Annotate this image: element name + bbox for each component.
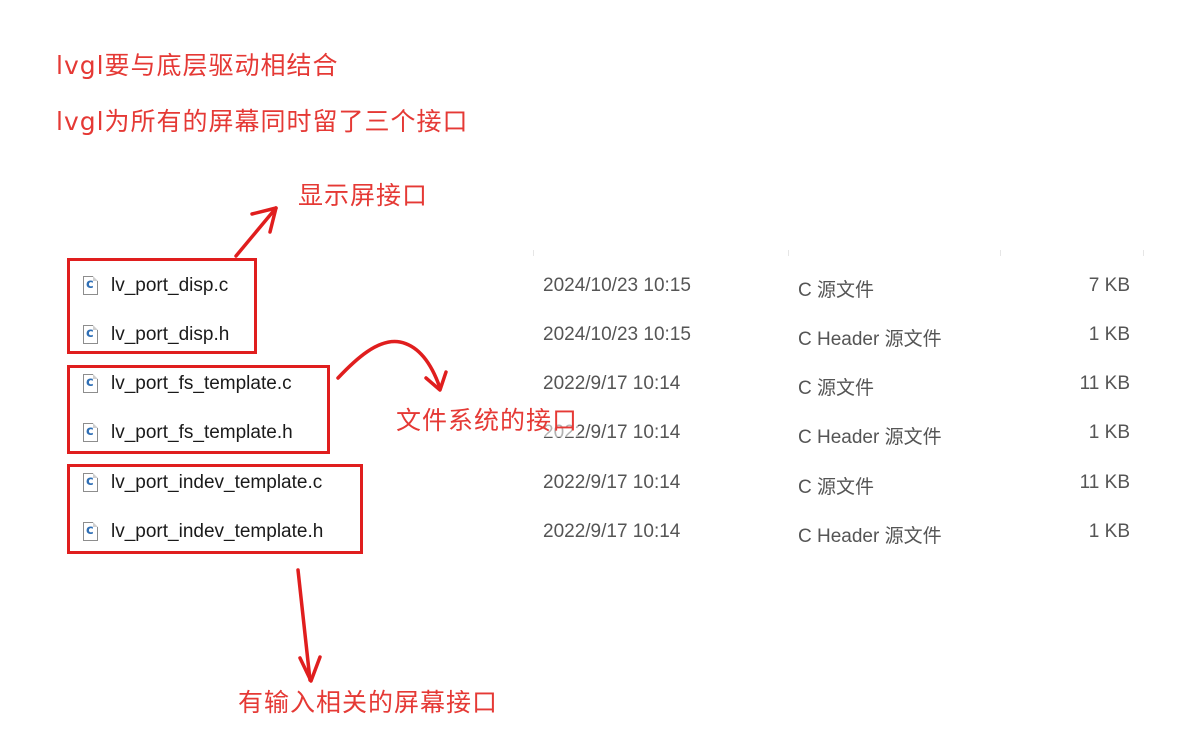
- file-size: 11 KB: [1079, 373, 1130, 394]
- file-date-modified: 2022/9/17 10:14: [543, 373, 681, 394]
- file-size: 1 KB: [1088, 422, 1130, 443]
- column-separator: [1143, 250, 1144, 256]
- file-name[interactable]: lv_port_disp.c: [111, 275, 229, 296]
- file-type: C Header 源文件: [798, 526, 942, 547]
- file-name[interactable]: lv_port_indev_template.c: [111, 472, 323, 493]
- file-type: C 源文件: [798, 378, 875, 399]
- arrow-to-input-label: [296, 568, 312, 682]
- c-file-icon: c: [83, 325, 98, 344]
- file-size: 1 KB: [1088, 521, 1130, 542]
- file-size: 1 KB: [1088, 324, 1130, 345]
- file-name[interactable]: lv_port_disp.h: [111, 324, 230, 345]
- file-row[interactable]: c lv_port_disp.c 2024/10/23 10:15 C 源文件 …: [0, 264, 1200, 312]
- c-file-icon: c: [83, 276, 98, 295]
- file-row[interactable]: c lv_port_indev_template.h 2022/9/17 10:…: [0, 510, 1200, 558]
- file-name[interactable]: lv_port_fs_template.c: [111, 373, 292, 394]
- file-date-modified: 2022/9/17 10:14: [543, 521, 681, 542]
- file-type: C Header 源文件: [798, 427, 942, 448]
- highlight-box-display: [67, 258, 257, 354]
- file-type: C Header 源文件: [798, 329, 942, 350]
- file-date-modified: 2024/10/23 10:15: [543, 324, 691, 345]
- highlight-box-filesystem: [67, 365, 330, 454]
- column-separator: [788, 250, 789, 256]
- file-date-modified: 2024/10/23 10:15: [543, 275, 691, 296]
- annotation-line-1: lvgl要与底层驱动相结合: [56, 51, 339, 80]
- arrow-to-display-label: [234, 206, 278, 258]
- c-file-icon: c: [83, 374, 98, 393]
- file-date-modified: 2022/9/17 10:14: [543, 472, 681, 493]
- file-row[interactable]: c lv_port_indev_template.c 2022/9/17 10:…: [0, 461, 1200, 509]
- file-type: C 源文件: [798, 280, 875, 301]
- annotation-display-interface: 显示屏接口: [298, 181, 429, 210]
- highlight-box-input-device: [67, 464, 363, 554]
- c-file-icon: c: [83, 522, 98, 541]
- file-size: 11 KB: [1079, 472, 1130, 493]
- file-row[interactable]: c lv_port_disp.h 2024/10/23 10:15 C Head…: [0, 313, 1200, 361]
- file-type: C 源文件: [798, 477, 875, 498]
- arrowhead-input: [298, 655, 322, 683]
- annotation-input-interface: 有输入相关的屏幕接口: [238, 688, 499, 717]
- file-size: 7 KB: [1088, 275, 1130, 296]
- file-name[interactable]: lv_port_indev_template.h: [111, 521, 324, 542]
- annotation-filesystem-interface: 文件系统的接口: [396, 401, 579, 437]
- arrowhead-display: [250, 206, 278, 234]
- file-row[interactable]: c lv_port_fs_template.h 2022/9/17 10:14 …: [0, 411, 1200, 459]
- c-file-icon: c: [83, 423, 98, 442]
- file-row[interactable]: c lv_port_fs_template.c 2022/9/17 10:14 …: [0, 362, 1200, 410]
- c-file-icon: c: [83, 473, 98, 492]
- file-name[interactable]: lv_port_fs_template.h: [111, 422, 293, 443]
- column-separator: [533, 250, 534, 256]
- column-separator: [1000, 250, 1001, 256]
- annotation-line-2: lvgl为所有的屏幕同时留了三个接口: [56, 107, 469, 136]
